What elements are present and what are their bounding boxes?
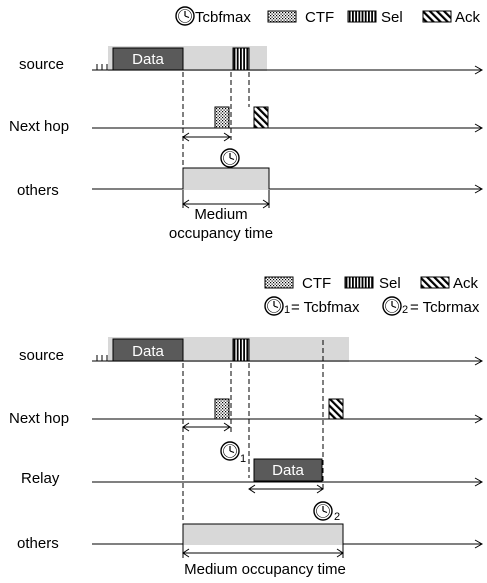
relay-data-frame-label: Data — [272, 462, 304, 479]
arrowhead-icon — [474, 123, 484, 133]
ctf-frame — [214, 106, 230, 129]
arrowhead-icon — [474, 539, 484, 549]
others-timeline — [92, 167, 482, 190]
row-label-source: source — [19, 56, 64, 73]
clock-icon — [382, 296, 402, 316]
relay-data-frame — [253, 458, 323, 482]
ctf-swatch — [264, 276, 294, 289]
legend-sel-label: Sel — [381, 9, 403, 26]
arrowhead-icon — [182, 422, 190, 432]
occupancy-label: Medium occupancy time — [184, 561, 346, 578]
sel-frame — [232, 338, 250, 362]
ctf-swatch — [267, 10, 297, 23]
legend-ctf-label: CTF — [302, 275, 331, 292]
row-label-nexthop: Next hop — [9, 410, 69, 427]
data-frame-label: Data — [132, 51, 164, 68]
legend-tcbf-label: Tcbfmax — [195, 9, 251, 26]
clock-subscript-2: 2 — [402, 304, 408, 316]
diagram-2: source Next hop Relay others Data 1 — [9, 337, 484, 578]
arrowhead-icon — [336, 548, 344, 558]
legend-sel-label: Sel — [379, 275, 401, 292]
arrowhead-icon — [223, 132, 231, 142]
ack-frame — [253, 106, 269, 129]
sel-swatch — [344, 276, 374, 289]
ack-swatch — [420, 276, 450, 289]
legend-bottom: CTF Sel Ack 1 = Tcbfmax 2 = Tcbrmax — [264, 275, 480, 316]
clock-icon — [175, 6, 195, 26]
clock-icon — [220, 148, 240, 168]
legend-ctf-label: CTF — [305, 9, 334, 26]
arrowhead-icon — [182, 132, 190, 142]
clock-subscript-1: 1 — [240, 453, 246, 465]
diagram-1: source Next hop others Data — [9, 46, 484, 242]
backoff-ticks — [96, 355, 108, 361]
row-label-relay: Relay — [21, 470, 60, 487]
legend-ack-label: Ack — [453, 275, 479, 292]
arrowhead-icon — [474, 184, 484, 194]
data-frame — [112, 47, 184, 71]
data-frame — [112, 338, 184, 362]
data-frame-label: Data — [132, 343, 164, 360]
arrowhead-icon — [182, 199, 190, 209]
occupancy-label-line1: Medium — [194, 206, 247, 223]
sel-swatch — [347, 10, 377, 23]
ctf-frame — [214, 398, 230, 420]
arrowhead-icon — [262, 199, 270, 209]
arrowhead-icon — [182, 548, 190, 558]
others-occupancy-band — [183, 524, 343, 545]
row-label-source: source — [19, 347, 64, 364]
clock-icon — [313, 501, 333, 521]
arrowhead-icon — [474, 414, 484, 424]
arrowhead-icon — [248, 484, 256, 494]
arrowhead-icon — [223, 422, 231, 432]
legend-ack-label: Ack — [455, 9, 481, 26]
legend-top: Tcbfmax CTF Sel Ack — [175, 6, 481, 26]
row-label-nexthop: Next hop — [9, 118, 69, 135]
clock-icon — [220, 441, 240, 461]
row-label-others: others — [17, 182, 59, 199]
backoff-ticks — [96, 64, 108, 70]
legend-eq2-label: = Tcbrmax — [410, 299, 480, 316]
clock-icon — [264, 296, 284, 316]
others-timeline — [92, 523, 482, 545]
ack-swatch — [422, 10, 452, 23]
arrowhead-icon — [474, 356, 484, 366]
occupancy-label-line2: occupancy time — [169, 225, 273, 242]
legend-eq1-label: = Tcbfmax — [291, 299, 360, 316]
arrowhead-icon — [316, 484, 324, 494]
arrowhead-icon — [474, 477, 484, 487]
arrowhead-icon — [474, 65, 484, 75]
others-occupancy-band — [183, 168, 269, 190]
clock-subscript-1: 1 — [284, 304, 290, 316]
sel-frame — [232, 47, 250, 71]
ack-frame — [328, 398, 344, 420]
row-label-others: others — [17, 535, 59, 552]
clock-subscript-2: 2 — [334, 511, 340, 523]
